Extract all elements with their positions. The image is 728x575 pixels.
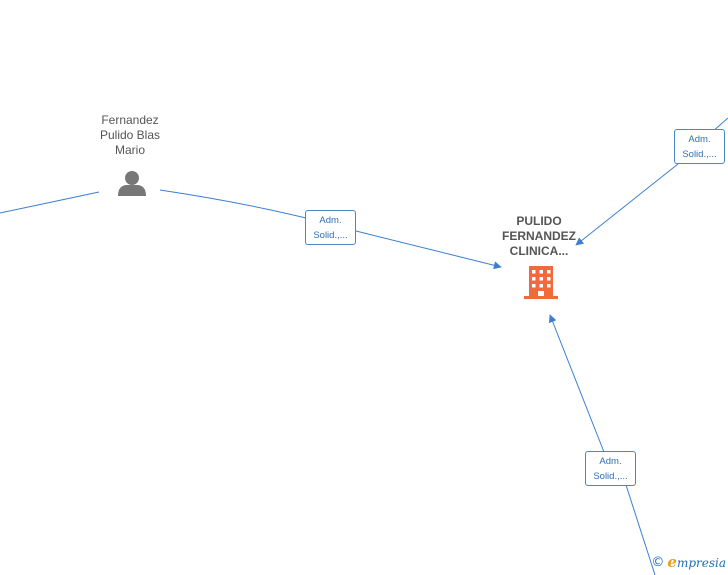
- edge-label-detail: Solid.,...: [593, 471, 628, 482]
- person-icon[interactable]: [118, 171, 146, 196]
- company-name-line: CLINICA...: [509, 244, 569, 258]
- edge-person-to-company: [159, 189, 501, 267]
- edge-label-topright-company[interactable]: Adm. Solid.,...: [674, 129, 725, 164]
- edge-label-role: Adm.: [688, 134, 711, 145]
- empresia-logo: © empresia: [651, 553, 726, 571]
- person-name-label[interactable]: Fernandez Pulido Blas Mario: [75, 113, 185, 158]
- edge-label-bottom-company[interactable]: Adm. Solid.,...: [585, 451, 636, 486]
- edge-label-detail: Solid.,...: [682, 149, 717, 160]
- brand-rest: mpresia: [676, 556, 726, 570]
- company-name-line: PULIDO: [516, 214, 562, 228]
- company-name-label[interactable]: PULIDO FERNANDEZ CLINICA...: [479, 214, 599, 259]
- edge-label-detail: Solid.,...: [313, 230, 348, 241]
- edge-bottom-to-company: [550, 315, 656, 575]
- edge-label-person-company[interactable]: Adm. Solid.,...: [305, 210, 356, 245]
- person-name-line: Fernandez: [101, 113, 159, 127]
- edge-label-role: Adm.: [319, 215, 342, 226]
- edge-label-role: Adm.: [599, 456, 622, 467]
- copyright-icon: ©: [651, 554, 665, 570]
- company-name-line: FERNANDEZ: [502, 229, 576, 243]
- building-icon[interactable]: [524, 266, 558, 299]
- edge-left-to-person: [0, 191, 100, 214]
- brand-wordmark: empresia: [667, 553, 726, 571]
- brand-initial: e: [667, 553, 677, 571]
- person-name-line: Mario: [114, 143, 145, 157]
- person-name-line: Pulido Blas: [99, 128, 161, 142]
